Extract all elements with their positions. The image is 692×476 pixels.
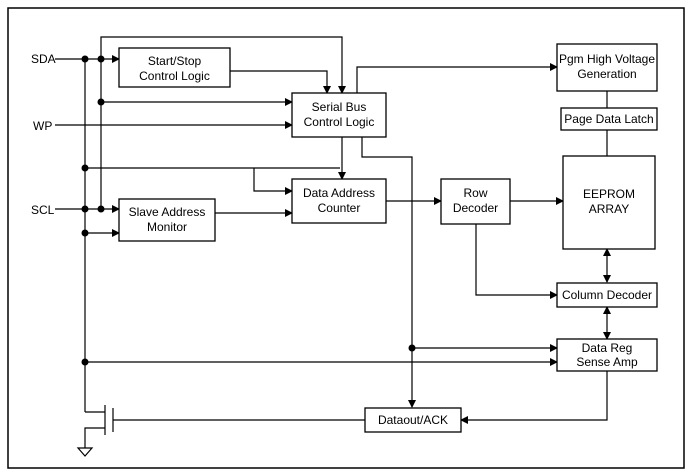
- start-stop-label-1: Start/Stop: [148, 54, 202, 68]
- col-decoder-label: Column Decoder: [562, 288, 652, 302]
- data-addr-block: Data Address Counter: [291, 178, 387, 224]
- pgm-hv-block: Pgm High Voltage Generation: [556, 43, 658, 92]
- pgm-hv-label-1: Pgm High Voltage: [559, 52, 655, 66]
- data-reg-label-2: Sense Amp: [576, 355, 638, 369]
- eeprom-label-1: EEPROM: [583, 187, 635, 201]
- serial-bus-label-2: Control Logic: [304, 115, 375, 129]
- row-decoder-block: Row Decoder: [440, 178, 511, 225]
- eeprom-block: EEPROM ARRAY: [562, 155, 656, 250]
- data-addr-label-1: Data Address: [303, 186, 375, 200]
- wp-label: WP: [33, 119, 52, 133]
- col-decoder-block: Column Decoder: [556, 282, 658, 308]
- dataout-block: Dataout/ACK: [364, 407, 462, 433]
- dataout-label: Dataout/ACK: [378, 413, 448, 427]
- slave-addr-block: Slave Address Monitor: [118, 198, 216, 242]
- diagram-frame: [7, 7, 685, 469]
- sda-label: SDA: [31, 52, 56, 66]
- junction-dots: [81, 55, 416, 366]
- wires: [55, 36, 611, 457]
- pgm-hv-label-2: Generation: [577, 67, 636, 81]
- row-decoder-label-2: Decoder: [453, 201, 498, 215]
- data-reg-block: Data Reg Sense Amp: [556, 338, 658, 372]
- data-addr-label-2: Counter: [318, 201, 361, 215]
- page-latch-label: Page Data Latch: [564, 112, 653, 126]
- scl-label: SCL: [31, 203, 55, 217]
- page-latch-block: Page Data Latch: [560, 107, 658, 131]
- row-decoder-label-1: Row: [463, 186, 487, 200]
- eeprom-label-2: ARRAY: [589, 202, 629, 216]
- serial-bus-label-1: Serial Bus: [312, 100, 367, 114]
- start-stop-block: Start/Stop Control Logic: [118, 47, 231, 88]
- start-stop-label-2: Control Logic: [139, 69, 210, 83]
- data-reg-label-1: Data Reg: [582, 341, 633, 355]
- serial-bus-block: Serial Bus Control Logic: [291, 92, 387, 138]
- slave-addr-label-1: Slave Address: [129, 205, 206, 219]
- slave-addr-label-2: Monitor: [147, 220, 187, 234]
